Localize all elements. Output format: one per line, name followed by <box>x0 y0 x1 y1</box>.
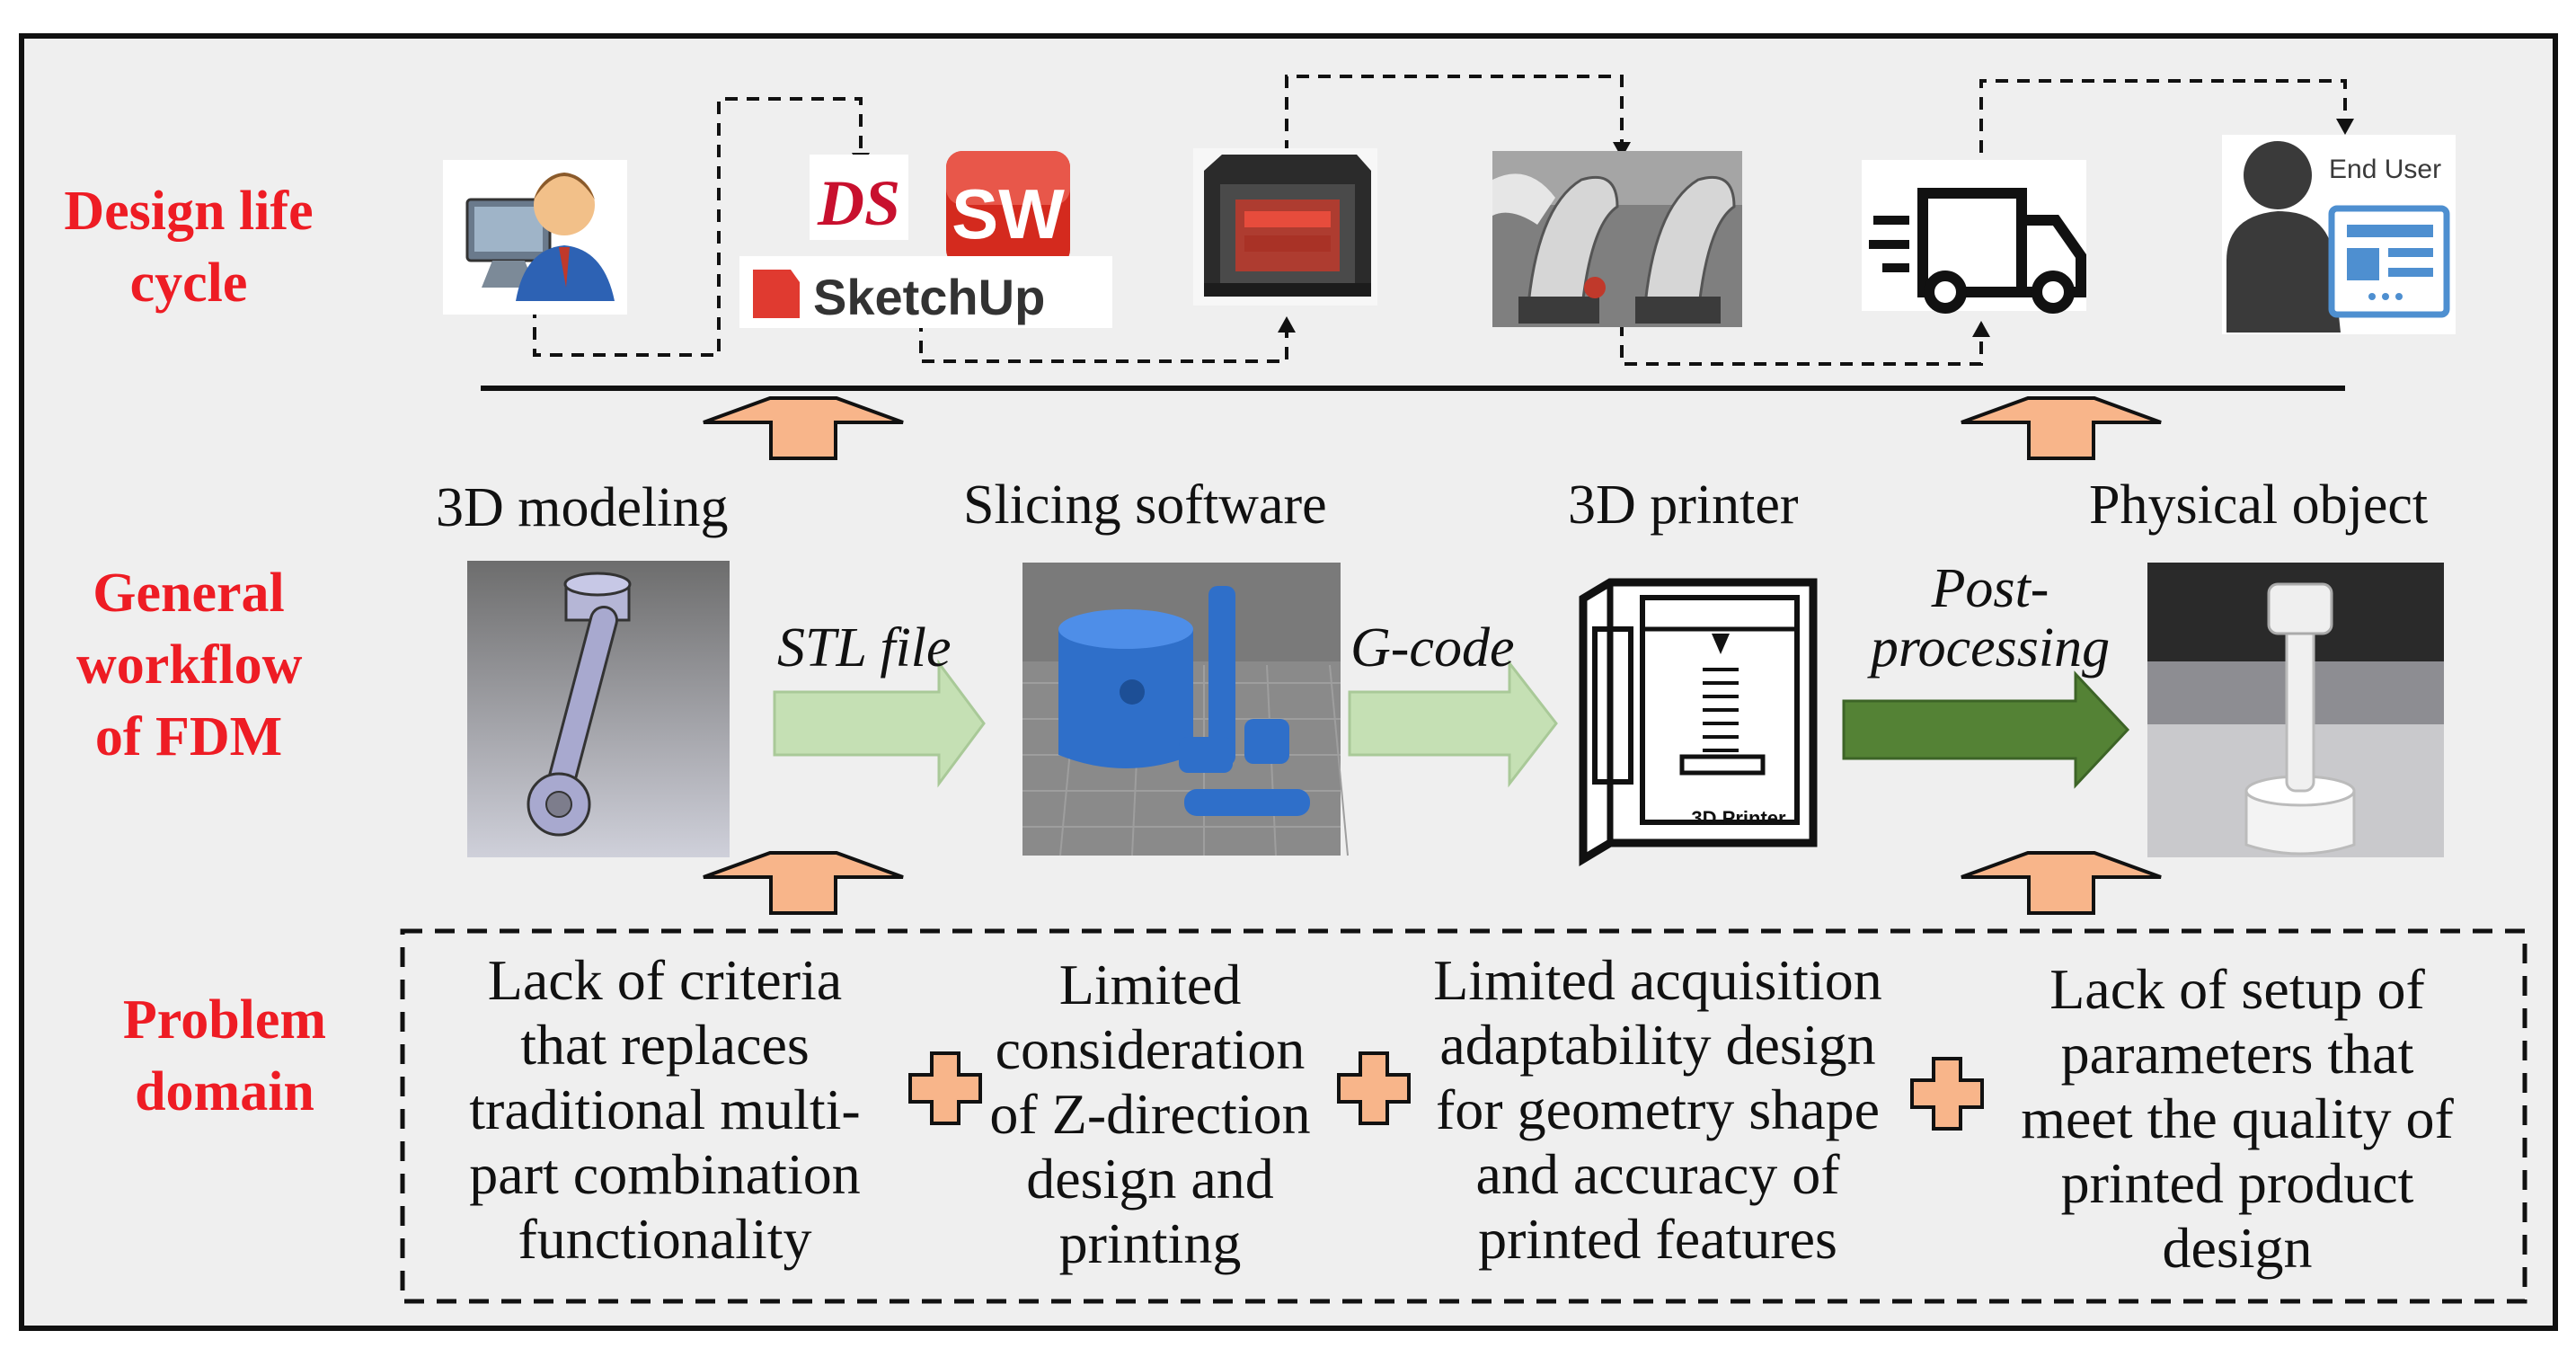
arrowhead-to-parts <box>1613 142 1631 158</box>
delivery-truck-icon <box>1862 160 2086 314</box>
stage-title-3d-modeling: 3D modeling <box>436 477 729 538</box>
physical-object-photo <box>2147 563 2444 857</box>
problem-2-line: design and <box>1026 1147 1274 1211</box>
plus-sign-3 <box>1910 1057 1984 1131</box>
problem-1-line: that replaces <box>520 1013 810 1077</box>
connector-printer-to-parts <box>1285 75 1624 153</box>
row-label-design-life-cycle: Design life cycle <box>64 181 314 314</box>
ds-logo-text: DS <box>817 167 900 239</box>
printer-photo-icon <box>1193 148 1377 306</box>
problem-4-line: parameters that <box>2060 1022 2414 1086</box>
problem-3-line: adaptability design <box>1439 1013 1876 1077</box>
problem-4-line: meet the quality of <box>2021 1086 2454 1150</box>
sketchup-logo-text: SketchUp <box>813 269 1045 325</box>
problem-4-line: design <box>2162 1216 2313 1280</box>
stl-arrow <box>773 659 986 788</box>
problem-3-line: Limited acquisition <box>1433 948 1882 1012</box>
sketchup-logo-mark <box>753 270 800 318</box>
problem-domain-box <box>400 928 2527 1304</box>
problem-3-line: for geometry shape <box>1435 1078 1881 1141</box>
cad-model-image <box>467 561 730 857</box>
problem-4-line: printed product <box>2060 1151 2414 1215</box>
problem-2-line: consideration <box>995 1017 1306 1081</box>
problem-3-line: and accuracy of <box>1475 1142 1840 1206</box>
problem-2-line: printing <box>1058 1211 1242 1275</box>
orange-arrow-bottom-right <box>1961 851 2162 915</box>
end-user-icon: End User <box>2222 135 2456 334</box>
slicer-preview-image <box>1022 563 1349 856</box>
problem-4: Lack of setup of parameters that meet th… <box>1981 957 2493 1281</box>
cad-software-logos: DS SW SketchUp <box>739 151 1112 328</box>
problem-2-line: Limited <box>1058 953 1242 1016</box>
problem-2: Limited consideration of Z-direction des… <box>966 953 1334 1276</box>
problem-3: Limited acquisition adaptability design … <box>1402 948 1914 1272</box>
connector-truck-to-user <box>1979 79 2347 153</box>
problem-1: Lack of criteria that replaces tradition… <box>422 948 907 1272</box>
problem-1-line: traditional multi- <box>469 1078 861 1141</box>
orange-arrow-top-left <box>703 396 904 460</box>
problem-1-line: Lack of criteria <box>487 948 843 1012</box>
connector-arrowheads <box>852 119 2354 337</box>
life-cycle-connectors <box>533 75 2347 366</box>
orange-arrows <box>703 396 2162 915</box>
arrowhead-to-printer <box>1278 316 1296 333</box>
stage-title-physical-object: Physical object <box>2089 475 2429 536</box>
arrowhead-to-truck <box>1972 321 1990 337</box>
orange-arrow-bottom-left <box>703 851 904 915</box>
gcode-arrow <box>1348 659 1558 788</box>
arrowhead-to-user <box>2336 119 2354 135</box>
plus-signs <box>908 1051 1984 1131</box>
printer-icon-label: 3D Printer <box>1691 807 1786 829</box>
plus-sign-2 <box>1337 1051 1411 1125</box>
problem-3-line: printed features <box>1478 1207 1837 1271</box>
row-label-general-workflow: General workflow of FDM <box>76 563 303 767</box>
printer-line-icon: 3D Printer <box>1579 578 1818 866</box>
stage-title-slicing-software: Slicing software <box>963 475 1327 536</box>
orange-arrow-top-right <box>1961 396 2162 460</box>
arrow-label-post-processing: Post-processing <box>1870 558 2111 678</box>
post-processing-arrow <box>1842 670 2130 789</box>
connector-parts-to-truck <box>1620 324 1983 366</box>
arrow-label-stl-file: STL file <box>777 617 952 678</box>
sw-logo-text: SW <box>952 174 1065 253</box>
problem-4-line: Lack of setup of <box>2049 957 2425 1021</box>
printed-parts-photo-icon <box>1492 151 1742 327</box>
plus-sign-1 <box>908 1051 982 1125</box>
connector-cad-to-printer <box>919 319 1288 363</box>
stage-title-3d-printer: 3D printer <box>1568 475 1799 536</box>
row-label-problem-domain: Problem domain <box>122 989 327 1122</box>
problem-1-line: part combination <box>469 1142 861 1206</box>
arrow-label-g-code: G-code <box>1350 617 1515 678</box>
end-user-label: End User <box>2329 155 2441 184</box>
problem-2-line: of Z-direction <box>989 1082 1311 1146</box>
designer-at-computer-icon <box>443 160 627 315</box>
problem-1-line: functionality <box>518 1207 812 1271</box>
